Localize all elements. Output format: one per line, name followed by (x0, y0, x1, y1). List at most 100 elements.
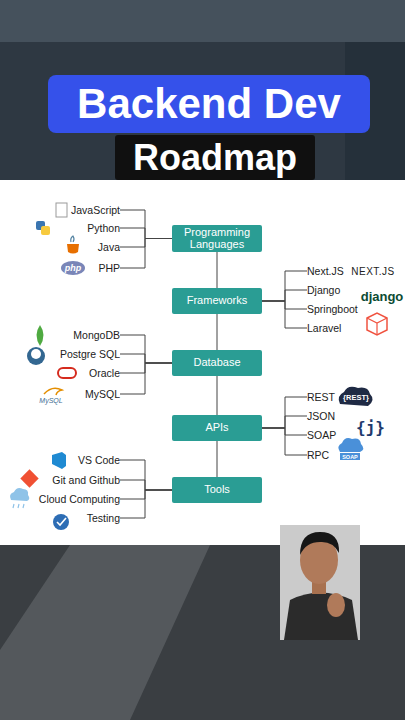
connector-line (217, 314, 218, 350)
category-box: Programming Languages (172, 225, 262, 252)
logo-text: NEXT.JS (348, 264, 398, 278)
connector-line (262, 416, 307, 428)
topic-item: Django (307, 283, 367, 297)
category-box: Tools (172, 477, 262, 503)
mysql-icon (44, 388, 62, 395)
connector-line (262, 428, 307, 435)
logo-text: php (61, 262, 85, 274)
php-icon (61, 261, 85, 275)
topic-item: RPC (307, 448, 367, 462)
cloud-icon (13, 504, 24, 508)
node-text: MongoDB (73, 329, 120, 341)
node-text: Programming Languages (178, 227, 256, 250)
category-box: Frameworks (172, 288, 262, 314)
connector-line (217, 252, 218, 288)
diagram-card (0, 180, 405, 545)
photo-backdrop (0, 0, 405, 180)
java-icon (71, 236, 74, 242)
git-icon (20, 469, 38, 487)
title-banner: Backend Dev (48, 75, 370, 133)
presenter-shirt (284, 593, 358, 641)
connector-line (120, 239, 172, 248)
node-text: Laravel (307, 322, 341, 334)
category-box: APIs (172, 415, 262, 441)
connector-line (120, 480, 172, 490)
connector-line (262, 301, 307, 309)
topic-item: Postgre SQL (18, 347, 120, 361)
connector-line (120, 460, 172, 490)
topic-item: Git and Github (18, 473, 120, 487)
vscode-icon (52, 452, 66, 469)
presenter-backdrop (280, 525, 360, 640)
connector-line (120, 363, 172, 394)
node-text: Cloud Computing (39, 493, 120, 505)
node-text: Springboot (307, 303, 358, 315)
node-text: SOAP (307, 429, 336, 441)
connector-line (120, 210, 172, 239)
testing-icon (53, 514, 69, 530)
connector-line (120, 239, 172, 269)
connector-line (120, 490, 172, 499)
node-text: VS Code (78, 454, 120, 466)
node-text: RPC (307, 449, 329, 461)
presenter-hand (327, 593, 345, 617)
rest-icon (339, 387, 373, 406)
soap-icon (338, 438, 363, 452)
node-text: Frameworks (187, 295, 248, 307)
notebook-shape (0, 545, 210, 720)
testing-icon (57, 518, 66, 525)
presenter-hair (300, 532, 339, 555)
node-text: JavaScript (71, 204, 120, 216)
topic-item: MySQL (18, 387, 120, 401)
topic-item: JavaScript (18, 203, 120, 217)
topic-item: Cloud Computing (18, 492, 120, 506)
mongodb-icon (37, 325, 44, 346)
javascript-icon (56, 203, 67, 217)
topic-item: Laravel (307, 321, 367, 335)
monitor-edge (0, 0, 405, 42)
topic-item: Testing (18, 511, 120, 525)
logo-text: {j} (356, 417, 385, 437)
connector-line (262, 428, 307, 455)
topic-item: Oracle (18, 366, 120, 380)
connector-line (217, 441, 218, 477)
node-text: REST (307, 391, 335, 403)
node-text: Testing (87, 512, 120, 524)
laravel-icon (367, 313, 387, 335)
node-text: Django (307, 284, 340, 296)
node-text: Python (87, 222, 120, 234)
connector-line (262, 397, 307, 428)
cloud-icon (10, 488, 29, 501)
connector-line (120, 490, 172, 518)
connector-line (120, 228, 172, 239)
topic-item: MongoDB (18, 328, 120, 342)
category-box: Database (172, 350, 262, 376)
connector-line (217, 376, 218, 415)
node-text: Oracle (89, 367, 120, 379)
node-text: Postgre SQL (60, 348, 120, 360)
connector-line (262, 290, 307, 301)
topic-item: Springboot (307, 302, 367, 316)
node-text: Next.JS (307, 265, 344, 277)
topic-item: Java (18, 240, 120, 254)
java-icon (67, 244, 79, 254)
logo-text: {REST} (340, 391, 372, 403)
connector-line (120, 335, 172, 363)
postgresql-icon (31, 349, 41, 359)
node-text: Java (98, 241, 120, 253)
node-text: Roadmap (133, 137, 297, 179)
topic-item: Python (18, 221, 120, 235)
node-text: Tools (204, 484, 230, 496)
connector-line (120, 363, 172, 373)
connector-line (262, 301, 307, 328)
logo-text: django (360, 288, 404, 304)
node-text: Database (193, 357, 240, 369)
laravel-icon (367, 318, 387, 335)
node-text: JSON (307, 410, 335, 422)
topic-item: VS Code (18, 453, 120, 467)
node-text: APIs (205, 422, 228, 434)
node-text: MySQL (85, 388, 120, 400)
logo-text: SOAP (338, 453, 362, 460)
node-text: PHP (98, 262, 120, 274)
